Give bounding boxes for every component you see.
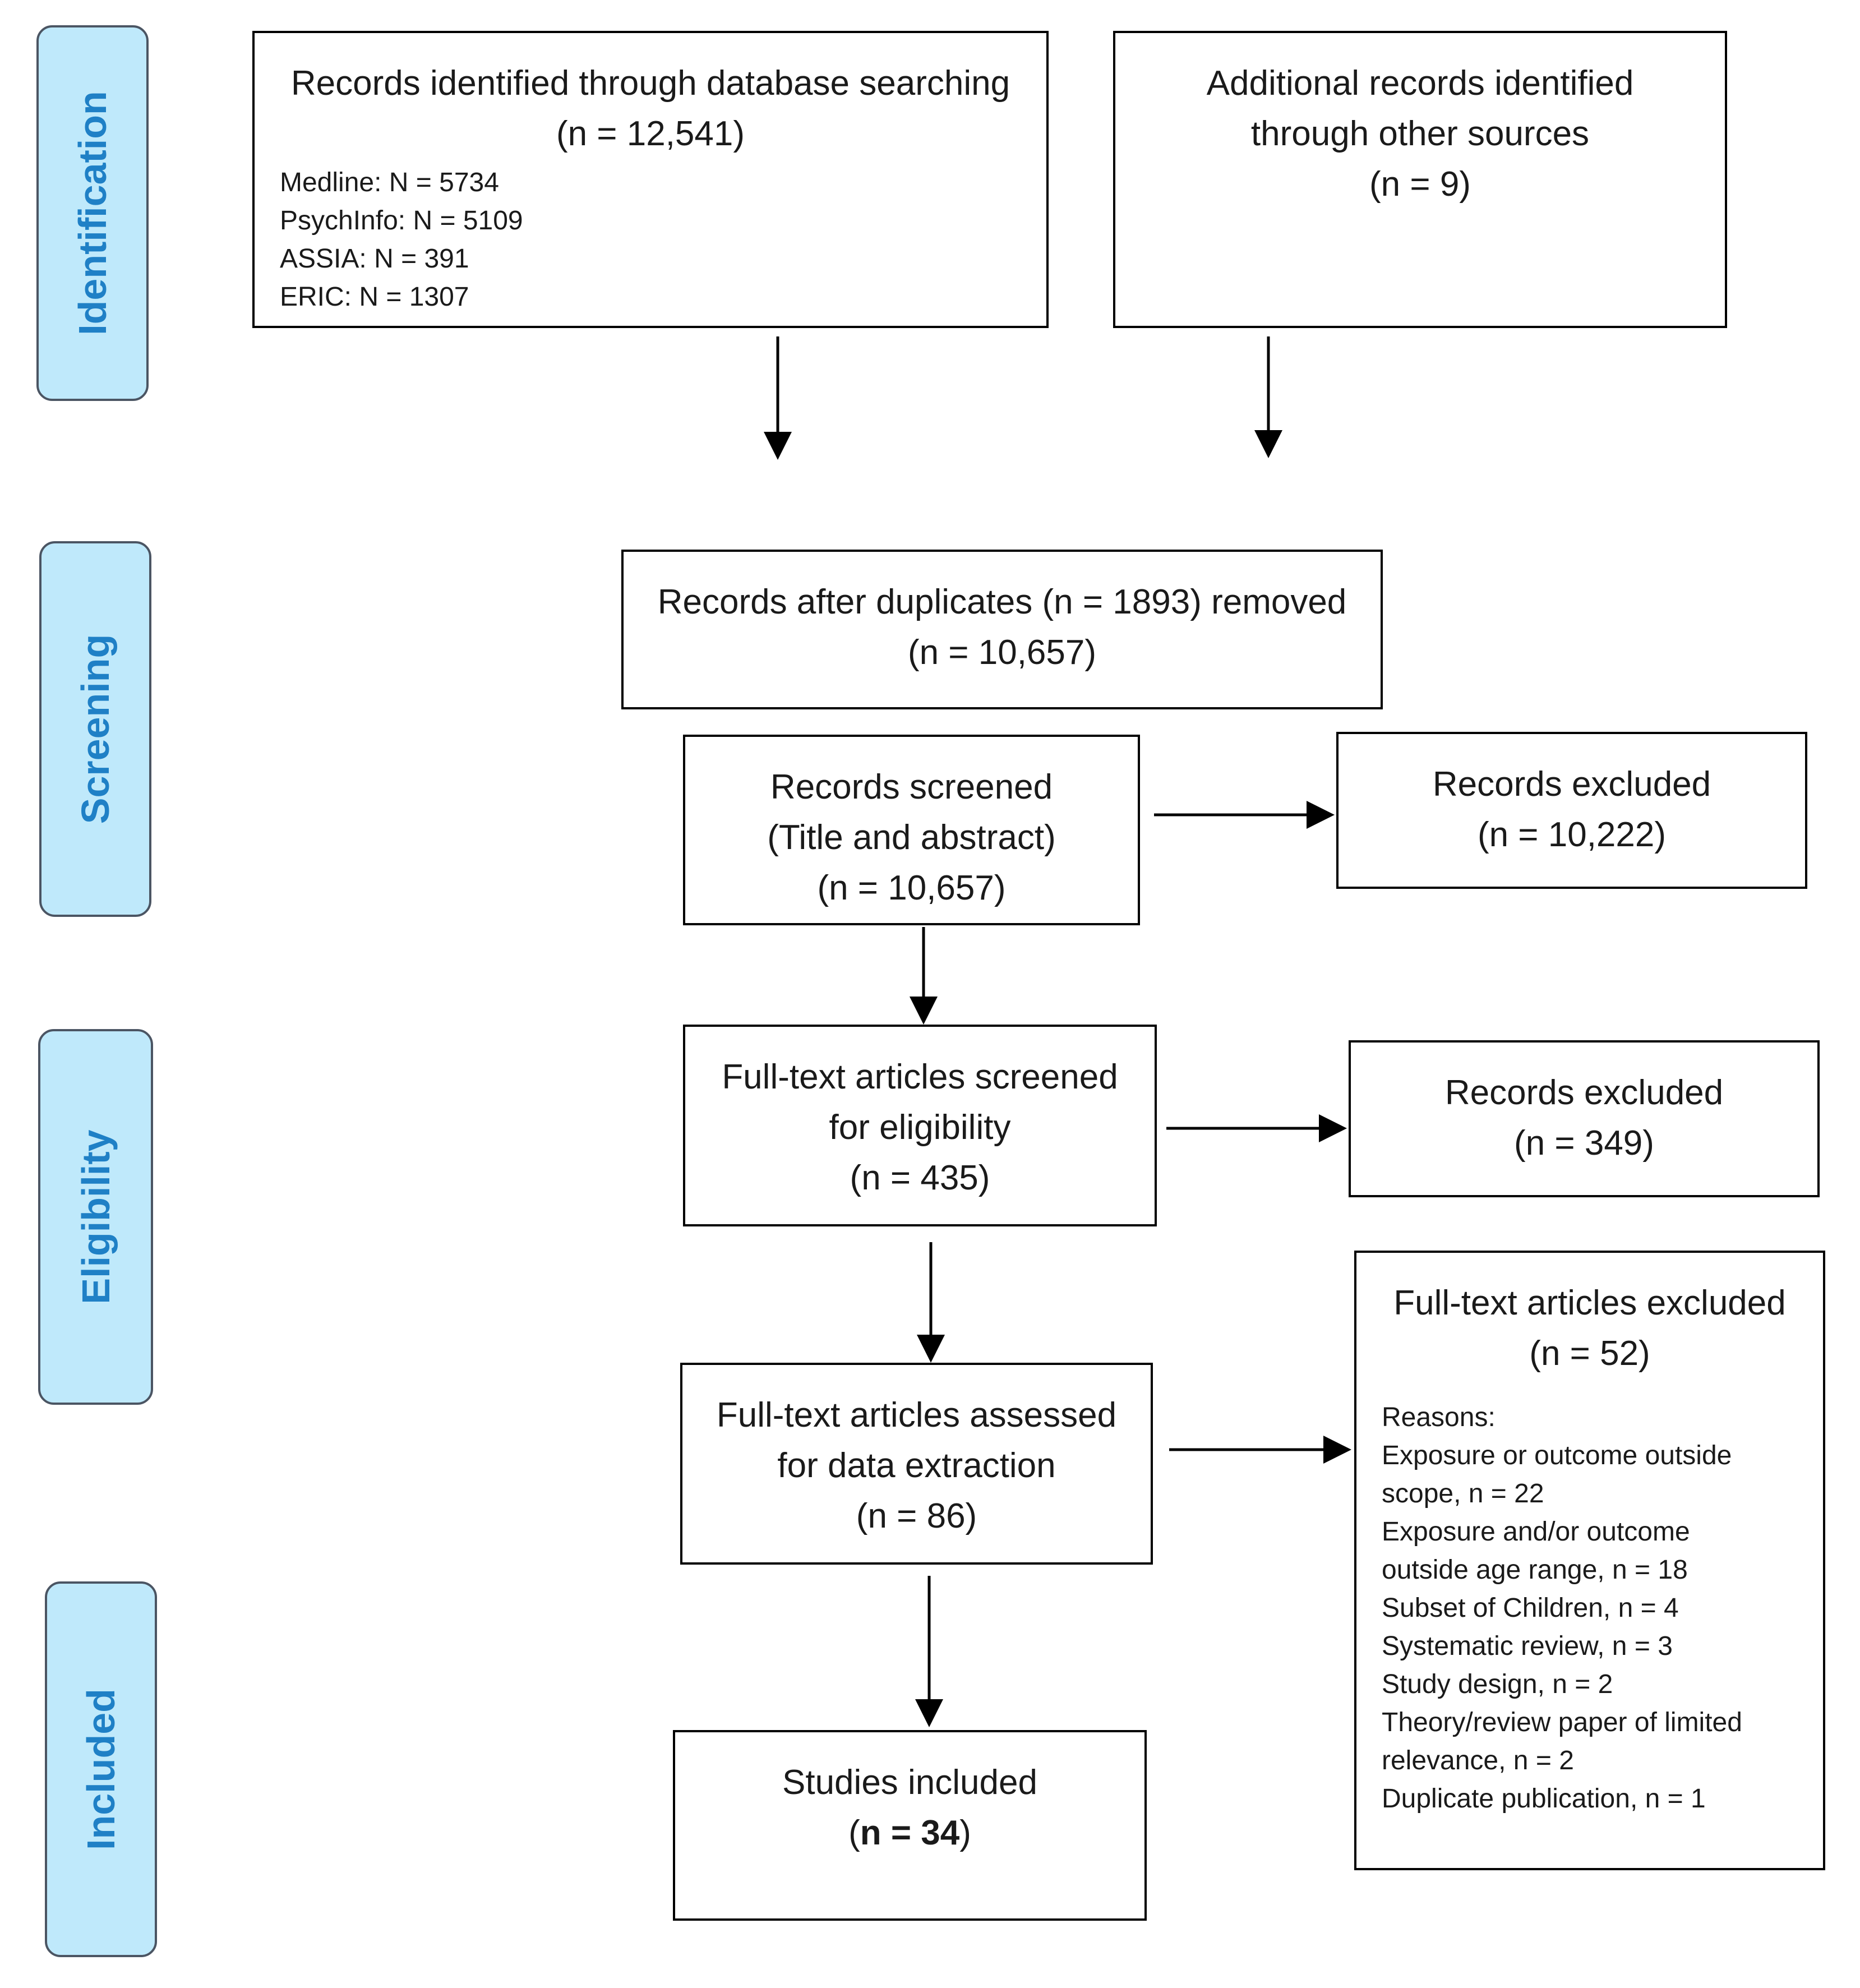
phase-identification: Identification [36,25,149,401]
fulltext-screened-line1: Full-text articles screened [722,1058,1118,1096]
studies-included-title: Studies included [782,1763,1037,1802]
paren-open: ( [848,1814,860,1852]
assessed-count: (n = 86) [856,1497,977,1535]
reasons-label: Reasons: [1382,1403,1496,1432]
studies-included-count-line: (n = 34) [675,1808,1144,1858]
phase-eligibility: Eligibility [38,1029,153,1405]
db-search-title: Records identified through database sear… [290,64,1010,103]
reason-line: Subset of Children, n = 4 [1382,1593,1679,1623]
reason-line: Theory/review paper of limited [1382,1708,1742,1737]
records-excluded-screening-box: Records excluded (n = 10,222) [1336,732,1807,889]
assessed-box: Full-text articles assessed for data ext… [680,1363,1153,1565]
other-sources-line1: Additional records identified [1206,64,1634,103]
reason-line: outside age range, n = 18 [1382,1555,1688,1585]
fulltext-screened-count: (n = 435) [850,1159,990,1197]
db-search-box: Records identified through database sear… [252,31,1049,328]
fulltext-excluded-title: Full-text articles excluded [1393,1284,1786,1322]
reason-line: Duplicate publication, n = 1 [1382,1784,1706,1814]
assessed-line2: for data extraction [777,1446,1056,1485]
assessed-line1: Full-text articles assessed [716,1396,1117,1435]
records-excluded-eligibility-count: (n = 349) [1514,1124,1654,1163]
records-excluded-eligibility-box: Records excluded (n = 349) [1349,1040,1820,1197]
records-screened-count: (n = 10,657) [817,869,1006,907]
after-duplicates-line1: Records after duplicates (n = 1893) remo… [657,583,1347,621]
fulltext-screened-line2: for eligibility [829,1108,1011,1147]
db-source-medline: Medline: N = 5734 [280,168,499,197]
reason-line: relevance, n = 2 [1382,1746,1574,1775]
other-sources-count: (n = 9) [1369,165,1471,204]
db-source-assia: ASSIA: N = 391 [280,244,469,274]
reason-line: scope, n = 22 [1382,1479,1544,1509]
paren-close: ) [959,1814,971,1852]
records-screened-box: Records screened (Title and abstract) (n… [683,735,1140,925]
records-excluded-screening-count: (n = 10,222) [1477,815,1667,854]
after-duplicates-box: Records after duplicates (n = 1893) remo… [621,550,1383,709]
studies-included-count: n = 34 [860,1814,960,1852]
after-duplicates-count: (n = 10,657) [907,633,1097,672]
records-screened-line1: Records screened [770,768,1053,806]
phase-screening: Screening [39,541,151,917]
db-source-eric: ERIC: N = 1307 [280,282,469,312]
other-sources-line2: through other sources [1250,114,1590,153]
studies-included-box: Studies included (n = 34) [673,1730,1147,1921]
fulltext-excluded-count: (n = 52) [1529,1334,1650,1373]
db-search-count: (n = 12,541) [556,114,745,153]
other-sources-box: Additional records identified through ot… [1113,31,1727,328]
fulltext-excluded-box: Full-text articles excluded (n = 52) Rea… [1354,1251,1825,1870]
reason-line: Systematic review, n = 3 [1382,1631,1673,1661]
records-screened-line2: (Title and abstract) [767,818,1056,857]
records-excluded-eligibility-title: Records excluded [1444,1073,1724,1112]
reason-line: Study design, n = 2 [1382,1669,1613,1699]
reason-line: Exposure or outcome outside [1382,1441,1732,1470]
phase-included: Included [45,1581,157,1957]
fulltext-screened-box: Full-text articles screened for eligibil… [683,1025,1157,1226]
reason-line: Exposure and/or outcome [1382,1517,1690,1547]
records-excluded-screening-title: Records excluded [1432,765,1711,804]
db-source-psychinfo: PsychInfo: N = 5109 [280,206,523,236]
